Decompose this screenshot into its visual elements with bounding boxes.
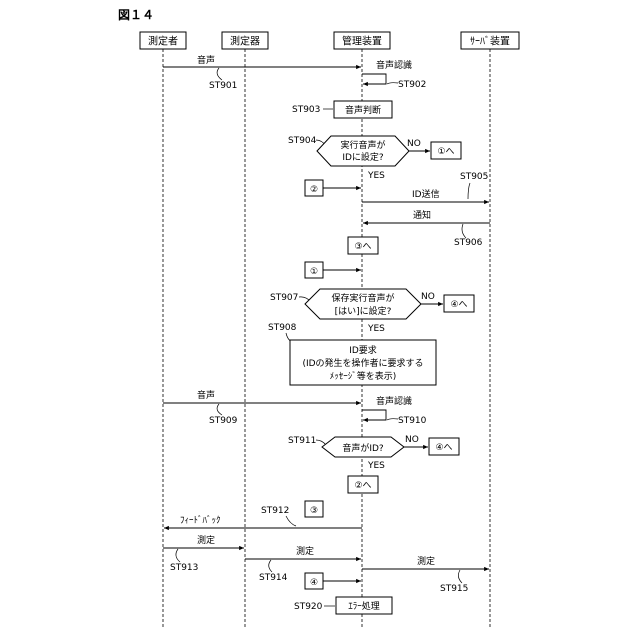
msg-feedback: ﾌｨｰﾄﾞﾊﾞｯｸ — [180, 515, 221, 526]
msg-recog-1: 音声認識 — [376, 59, 412, 71]
msg-voice-1: 音声 — [197, 54, 215, 66]
step-st904: ST904 — [288, 136, 317, 146]
leader-st901 — [217, 68, 222, 80]
leader-st911 — [316, 440, 326, 445]
connector-to1: ①へ — [437, 147, 454, 157]
actor-manager: 管理装置 — [334, 32, 390, 49]
connector-to2: ②へ — [354, 481, 371, 491]
actor-person-label: 測定者 — [148, 35, 178, 48]
step-st914: ST914 — [259, 573, 288, 583]
msg-measure-3: 測定 — [417, 555, 435, 567]
decision-904-line2: IDに設定? — [342, 151, 384, 163]
decision-911-text: 音声がID? — [342, 442, 384, 454]
msg-measure-1: 測定 — [197, 534, 215, 546]
branch-yes-904: YES — [367, 171, 385, 181]
connector-to4-a: ④へ — [450, 300, 467, 310]
actor-manager-label: 管理装置 — [342, 35, 382, 48]
actor-server-label: ｻｰﾊﾞ装置 — [470, 35, 510, 48]
leader-st906 — [462, 224, 466, 238]
step-st920: ST920 — [294, 602, 323, 612]
request-line3: ﾒｯｾｰｼﾞ等を表示) — [330, 370, 397, 382]
branch-no-911: NO — [405, 435, 419, 445]
branch-no-904: NO — [407, 139, 421, 149]
actor-person: 測定者 — [140, 32, 186, 49]
arrow-recog-1 — [362, 74, 386, 84]
step-st915: ST915 — [440, 584, 468, 594]
connector-to3: ③へ — [354, 242, 371, 252]
step-st907: ST907 — [270, 293, 298, 303]
step-st906: ST906 — [454, 238, 483, 248]
decision-907-line1: 保存実行音声が — [331, 292, 394, 304]
arrow-recog-2 — [362, 410, 386, 420]
step-st902: ST902 — [398, 80, 426, 90]
msg-voice-2: 音声 — [197, 389, 215, 401]
connector-to4-b: ④へ — [435, 443, 452, 453]
actor-meter-label: 測定器 — [230, 35, 260, 48]
leader-st913 — [176, 549, 180, 562]
decision-904-line1: 実行音声が — [340, 139, 385, 151]
leader-st914 — [269, 560, 272, 572]
decision-907-line2: [はい]に設定? — [335, 305, 392, 317]
step-st913: ST913 — [170, 563, 198, 573]
msg-send-id: ID送信 — [412, 188, 440, 200]
connector-c3: ③ — [310, 506, 318, 516]
step-st901: ST901 — [209, 81, 237, 91]
step-st910: ST910 — [398, 416, 427, 426]
msg-error: ｴﾗｰ処理 — [348, 600, 380, 612]
msg-judge: 音声判断 — [345, 104, 381, 116]
actor-server: ｻｰﾊﾞ装置 — [461, 32, 519, 49]
branch-no-907: NO — [421, 292, 435, 302]
request-line2: (IDの発生を操作者に要求する — [302, 357, 423, 369]
leader-st915 — [458, 570, 462, 583]
leader-st902 — [387, 83, 398, 84]
connector-c2: ② — [310, 185, 318, 195]
leader-st905 — [468, 183, 470, 199]
msg-notify: 通知 — [413, 209, 431, 221]
connector-c4: ④ — [310, 578, 318, 588]
branch-yes-911: YES — [367, 461, 385, 471]
msg-measure-2: 測定 — [296, 545, 314, 557]
leader-st909 — [217, 404, 222, 415]
step-st903: ST903 — [292, 105, 320, 115]
branch-yes-907: YES — [367, 324, 385, 334]
leader-st910 — [387, 419, 398, 420]
request-line1: ID要求 — [349, 344, 377, 356]
figure-title: 図１４ — [118, 8, 154, 22]
step-st905: ST905 — [460, 172, 488, 182]
step-st908: ST908 — [268, 323, 297, 333]
connector-c1: ① — [310, 267, 318, 277]
step-st912: ST912 — [261, 506, 289, 516]
step-st909: ST909 — [209, 416, 238, 426]
leader-st912 — [286, 516, 296, 526]
actor-meter: 測定器 — [222, 32, 268, 49]
msg-recog-2: 音声認識 — [376, 395, 412, 407]
step-st911: ST911 — [288, 436, 316, 446]
